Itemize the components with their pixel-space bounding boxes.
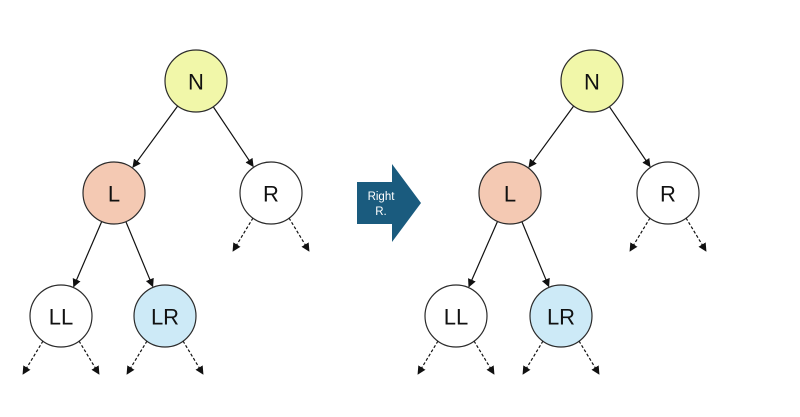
rotation-arrow: Right R. [357, 164, 421, 242]
before-edge-l-ll [72, 221, 103, 288]
before-ll-left-subtree-pointer [22, 340, 44, 375]
before-edge-n-l [132, 105, 179, 168]
before-r-right-subtree-pointer [288, 217, 310, 252]
after-edge-n-l [528, 105, 575, 168]
after-edge-n-r [608, 106, 651, 168]
before-node-r: R [239, 161, 303, 225]
after-node-n-circle [560, 49, 624, 113]
after-edge-l-ll [468, 221, 499, 288]
rotation-arrow-label-line1: Right [368, 191, 396, 203]
before-node-r-circle [239, 161, 303, 225]
after-ll-left-subtree-pointer [417, 340, 439, 375]
after-node-lr-circle [529, 284, 593, 348]
before-node-ll-circle [29, 284, 93, 348]
after-node-n: N [560, 49, 624, 113]
after-node-ll-label: LL [444, 305, 468, 330]
before-lr-left-subtree-pointer [126, 340, 148, 375]
rotation-arrow-label-line2: R. [375, 206, 387, 218]
after-edge-l-lr [521, 221, 550, 288]
before-node-lr: LR [133, 284, 197, 348]
before-node-ll: LL [29, 284, 93, 348]
before-r-left-subtree-pointer [232, 217, 254, 252]
after-node-r-circle [636, 161, 700, 225]
before-node-n-circle [164, 49, 228, 113]
before-node-l: L [82, 161, 146, 225]
after-ll-right-subtree-pointer [473, 340, 495, 375]
before-edge-l-lr [125, 221, 154, 288]
after-node-n-label: N [584, 70, 600, 95]
after-node-l: L [478, 161, 542, 225]
after-node-r: R [636, 161, 700, 225]
after-node-ll: LL [424, 284, 488, 348]
before-node-n-label: N [188, 70, 204, 95]
before-edge-n-r [212, 106, 254, 168]
rotation-arrow-shape [357, 164, 421, 242]
after-node-l-label: L [504, 182, 516, 207]
before-node-l-circle [82, 161, 146, 225]
before-node-n: N [164, 49, 228, 113]
after-node-l-circle [478, 161, 542, 225]
before-node-lr-circle [133, 284, 197, 348]
before-node-lr-label: LR [151, 305, 179, 330]
after-node-ll-circle [424, 284, 488, 348]
after-lr-right-subtree-pointer [578, 340, 600, 375]
after-r-left-subtree-pointer [629, 217, 651, 252]
before-ll-right-subtree-pointer [78, 340, 100, 375]
after-node-r-label: R [660, 182, 676, 207]
before-node-l-label: L [108, 182, 120, 207]
after-r-right-subtree-pointer [685, 217, 707, 252]
after-node-lr-label: LR [547, 305, 575, 330]
after-lr-left-subtree-pointer [522, 340, 544, 375]
before-lr-right-subtree-pointer [182, 340, 204, 375]
before-node-ll-label: LL [49, 305, 73, 330]
before-node-r-label: R [263, 182, 279, 207]
after-node-lr: LR [529, 284, 593, 348]
